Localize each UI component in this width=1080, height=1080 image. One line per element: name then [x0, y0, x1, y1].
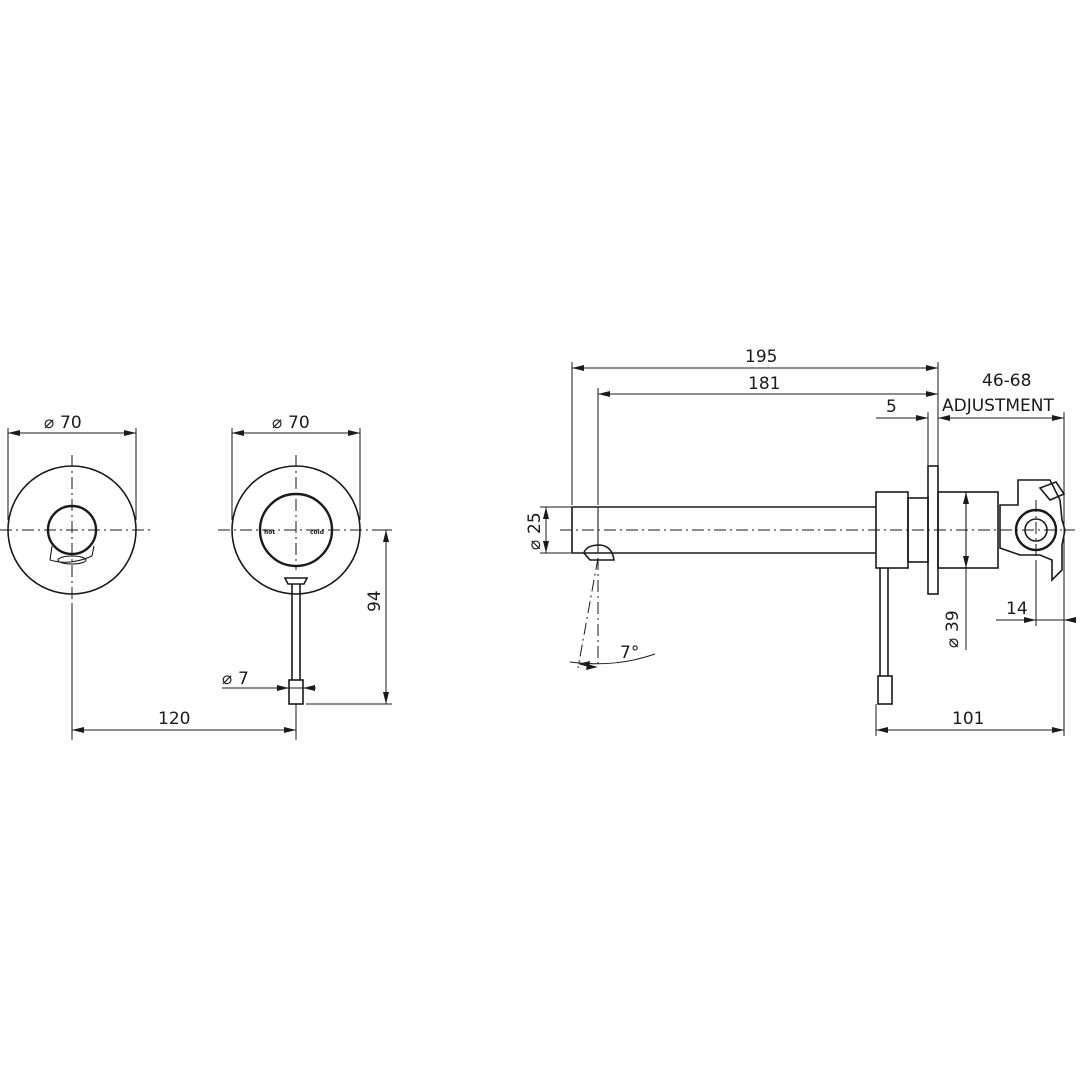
- side-view: 7° 195 181 5: [525, 347, 1076, 736]
- cold-marking: cold: [310, 529, 324, 536]
- dim-label-adjustment-range: 46-68: [982, 371, 1031, 391]
- dim-label-spout-dia: 25: [525, 512, 545, 534]
- dia-symbol: ⌀: [44, 413, 54, 433]
- dim-arrow: [8, 430, 20, 436]
- dim-label-valve-offset: 14: [1006, 599, 1028, 619]
- dim-label-adjustment: ADJUSTMENT: [942, 396, 1054, 416]
- dim-arrow: [916, 415, 928, 421]
- dim-label-spout-projection: 181: [748, 374, 780, 394]
- dim-arrow: [1024, 617, 1036, 623]
- aerator: [583, 544, 615, 561]
- dim-label-lever-drop: 94: [365, 590, 385, 612]
- dim-arrow: [124, 430, 136, 436]
- dim-arrow: [598, 391, 610, 397]
- dim-arrow: [1064, 617, 1076, 623]
- mixer-cover-plate: [231, 465, 361, 595]
- dim-arrow: [383, 692, 389, 704]
- dim-label-lever-projection: 101: [952, 709, 984, 729]
- dim-arrow: [543, 507, 549, 519]
- dim-arrow: [277, 685, 289, 691]
- dim-arrow: [926, 365, 938, 371]
- dia-symbol: ⌀: [272, 413, 282, 433]
- mixer-handle-body: [258, 492, 334, 568]
- valve-inner: [1024, 518, 1048, 542]
- valve-sleeve: [937, 491, 999, 569]
- dim-arrow: [284, 727, 296, 733]
- aerator-ring: [57, 555, 87, 565]
- dim-arrow: [72, 727, 84, 733]
- dim-arrow: [963, 556, 969, 568]
- lever-tip: [288, 679, 304, 705]
- dim-arrow: [926, 391, 938, 397]
- dim-arrow: [348, 430, 360, 436]
- dim-arrow: [876, 727, 888, 733]
- dia-symbol: ⌀: [222, 669, 232, 689]
- lever-tip: [877, 675, 893, 705]
- dim-arrow: [232, 430, 244, 436]
- valve-body: [999, 479, 1066, 582]
- dim-arrow: [963, 492, 969, 504]
- dim-label-spout-overall: 195: [745, 347, 777, 367]
- dim-arrow: [1052, 415, 1064, 421]
- dia-symbol: ⌀: [525, 540, 545, 550]
- dim-label-plate-thickness: 5: [886, 397, 897, 417]
- dim-arrow: [586, 664, 598, 670]
- dim-arrow: [383, 530, 389, 542]
- dim-arrow: [1052, 727, 1064, 733]
- front-view-mixer-plate: hot cold ⌀ 7 ⌀ 70 94 120: [72, 413, 392, 740]
- dim-label-spout-angle: 7°: [620, 643, 639, 663]
- front-view-spout-plate: ⌀ 70: [0, 413, 150, 740]
- dim-label-mixer-plate-dia: 70: [288, 413, 310, 433]
- spout-aerator: [49, 545, 95, 563]
- spout-cover-plate: [7, 465, 137, 595]
- dia-symbol: ⌀: [943, 638, 963, 648]
- dim-label-centres: 120: [158, 709, 190, 729]
- spout-outlet: [46, 504, 98, 556]
- hot-marking: hot: [264, 529, 275, 536]
- dim-label-body-dia: 39: [943, 610, 963, 632]
- dim-label-lever-dia: 7: [238, 669, 249, 689]
- angle-arc: [569, 653, 656, 665]
- flow-line: [577, 557, 599, 669]
- lever-collar: [283, 577, 309, 585]
- dim-label-spout-plate-dia: 70: [60, 413, 82, 433]
- dim-arrow: [303, 685, 315, 691]
- dim-arrow: [572, 365, 584, 371]
- dim-arrow: [543, 541, 549, 553]
